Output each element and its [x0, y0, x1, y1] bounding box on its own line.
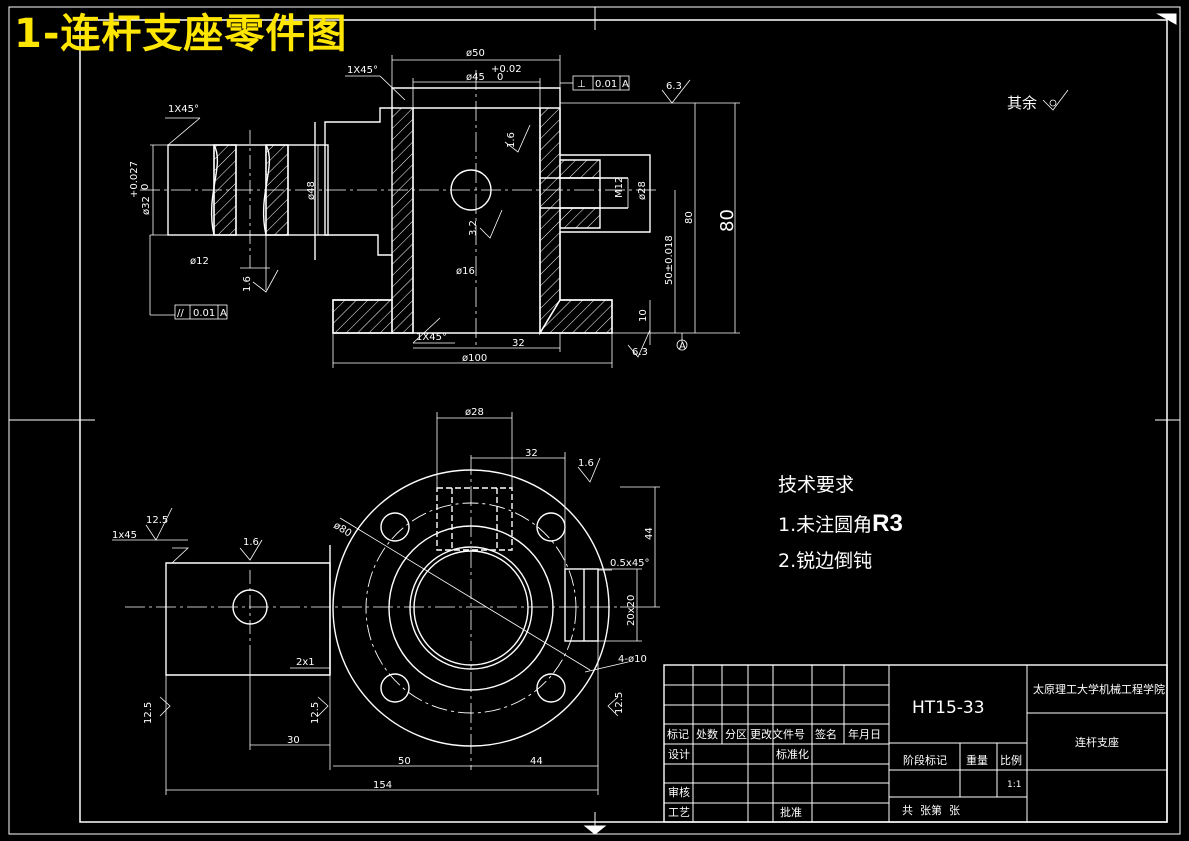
- dia-top: ø50: [466, 48, 485, 59]
- plan-view: [125, 455, 620, 770]
- tb-row-label-2: 分区: [725, 728, 747, 741]
- tb-part-name: 连杆支座: [1075, 735, 1119, 749]
- height-total-large: 80: [717, 209, 738, 232]
- section-view: [140, 70, 660, 345]
- gtol-perp-datum: A: [622, 79, 629, 90]
- gtol-perp-value: 0.01: [595, 79, 617, 90]
- datum-a: A: [679, 341, 686, 352]
- rough-shaft: 1.6: [242, 276, 253, 292]
- height-total: 80: [684, 211, 695, 224]
- shaft-tol-lower: 0: [140, 184, 151, 190]
- roughness-note: 其余: [1007, 94, 1037, 112]
- dia-shaft: ø32: [141, 196, 152, 215]
- tb-weight: 重量: [966, 753, 988, 767]
- tech-requirement-1-text: 1.未注圆角: [778, 514, 873, 536]
- chamfer-bottom: 1X45°: [416, 332, 447, 343]
- tech-requirement-1: 1.未注圆角R3: [778, 512, 903, 536]
- plan-chamfer-left: 1x45: [112, 530, 137, 541]
- tb-code: HT15-33: [912, 698, 985, 718]
- plan-rough-bl1: 12.5: [143, 702, 154, 724]
- shaft-tol-upper: +0.027: [129, 161, 140, 198]
- plan-chamfer-right: 0.5x45°: [610, 558, 650, 569]
- plan-rough-br: 12.5: [614, 692, 625, 714]
- dia-shaft-step: ø48: [306, 181, 317, 200]
- chamfer-top: 1X45°: [347, 65, 378, 76]
- gtol-par-value: 0.01: [193, 308, 215, 319]
- tb-row-label-0: 标记: [667, 727, 689, 741]
- plan-dim-20: 20x20: [626, 595, 637, 626]
- plan-dia-flange: ø80: [331, 520, 353, 539]
- thread: M12: [614, 177, 625, 198]
- plan-rough-bl2: 12.5: [310, 702, 321, 724]
- plan-rough-top: 1.6: [578, 458, 594, 469]
- tb-row-label-1: 处数: [696, 728, 718, 741]
- tb-row-label-5: 年月日: [848, 727, 881, 741]
- plan-rough-left: 12.5: [146, 515, 168, 526]
- tb-process: 工艺: [668, 806, 690, 819]
- plan-dim-154: 154: [373, 780, 392, 791]
- drawing-title: 1-连杆支座零件图: [14, 11, 348, 57]
- tb-design: 设计: [668, 748, 690, 761]
- sheet-frame: [8, 6, 1181, 835]
- plan-dim-44-h: 44: [530, 756, 543, 767]
- tb-review: 审核: [668, 785, 690, 799]
- section-dimensions: [149, 55, 1069, 368]
- tb-approve: 批准: [780, 805, 802, 819]
- tb-scale: 1:1: [1007, 780, 1021, 790]
- plan-dia-boss: ø28: [465, 407, 484, 418]
- tb-standard: 标准化: [776, 747, 809, 761]
- height-base: 10: [638, 309, 649, 322]
- dia-bore: ø45: [466, 72, 485, 83]
- plan-labels: ø28 32 1.6 12.5 1x45 1.6 ø80 44 0.5x45° …: [112, 407, 655, 791]
- chamfer-left: 1X45°: [168, 104, 199, 115]
- tb-row-label-3: 更改文件号: [750, 727, 805, 741]
- plan-dimensions: [112, 412, 660, 795]
- dia-cross-hole: ø16: [456, 266, 475, 277]
- gtol-perp-symbol: ⊥: [577, 79, 586, 90]
- tech-requirements-heading: 技术要求: [778, 474, 855, 496]
- rough-bore: 1.6: [506, 132, 517, 148]
- plan-chamfer-2x1: 2x1: [296, 657, 315, 668]
- tb-sheets: 共 张第 张: [902, 803, 960, 817]
- gtol-par-symbol: //: [177, 308, 184, 319]
- height-axis: 50±0.018: [664, 235, 675, 285]
- tech-requirement-1-radius: R3: [872, 510, 903, 537]
- plan-dim-44-v: 44: [644, 527, 655, 540]
- bore-tol-lower: 0: [497, 72, 503, 83]
- title-block-labels: HT15-33 太原理工大学机械工程学院 连杆支座 标记 处数 分区 更改文件号…: [667, 682, 1165, 819]
- rough-base: 6.3: [632, 347, 648, 358]
- section-labels: 1X45° 1X45° 1X45° ø50 ø45 +0.02 0 ⊥ 0.01…: [129, 48, 738, 364]
- plan-dim-30: 30: [287, 735, 300, 746]
- gtol-par-datum: A: [220, 308, 227, 319]
- plan-dim-50: 50: [398, 756, 411, 767]
- title-block: [663, 664, 1168, 823]
- rough-hole: 3.2: [468, 220, 479, 236]
- dia-pin-hole: ø12: [190, 256, 209, 267]
- width-32: 32: [512, 338, 525, 349]
- tb-scale-label: 比例: [1000, 753, 1022, 767]
- plan-rough-shaft: 1.6: [243, 537, 259, 548]
- rough-top: 6.3: [666, 81, 682, 92]
- tb-school: 太原理工大学机械工程学院: [1033, 682, 1165, 696]
- bore-tol-upper: +0.02: [491, 64, 522, 75]
- tech-requirement-2: 2.锐边倒钝: [778, 550, 873, 572]
- tb-stage: 阶段标记: [903, 753, 947, 767]
- tb-row-label-4: 签名: [815, 727, 837, 741]
- plan-holes: 4-ø10: [618, 654, 647, 665]
- dia-boss: ø28: [637, 181, 648, 200]
- width-100: ø100: [462, 353, 487, 364]
- plan-width-32: 32: [525, 448, 538, 459]
